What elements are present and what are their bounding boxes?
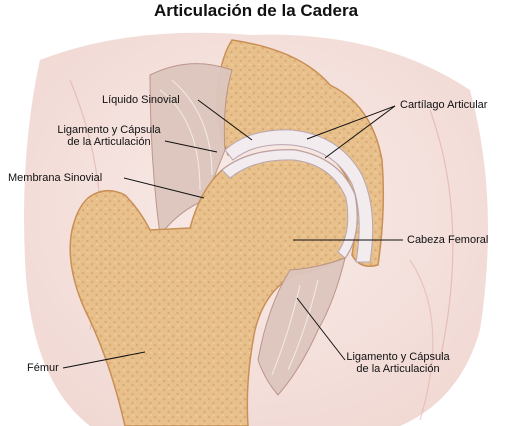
label-ligamento-capsula-lower-line1: Ligamento y Cápsula: [346, 351, 450, 363]
label-ligamento-capsula-upper: Ligamento y Cápsula de la Articulación: [50, 124, 168, 148]
leader-membrana-sinovial: [123, 177, 205, 199]
label-ligamento-capsula-upper-line2: de la Articulación: [67, 136, 151, 148]
leader-cartilago-1: [306, 105, 396, 140]
muscle-fiber: [409, 259, 434, 421]
label-ligamento-capsula-lower: Ligamento y Cápsula de la Articulación: [338, 351, 458, 375]
diagram-title: Articulación de la Cadera: [153, 1, 359, 20]
leader-cartilago-2: [324, 105, 396, 159]
label-liquido-sinovial: Líquido Sinovial: [102, 94, 180, 106]
leader-liquido-sinovial: [197, 99, 253, 141]
capsule-fiber: [271, 284, 301, 376]
capsule-fiber: [159, 89, 201, 191]
label-cabeza-femoral: Cabeza Femoral: [407, 234, 489, 246]
leader-ligamento-upper: [164, 140, 218, 153]
label-cartilago-articular: Cartílago Articular: [400, 99, 488, 111]
muscle-fiber: [429, 109, 454, 361]
label-membrana-sinovial: Membrana Sinovial: [8, 172, 103, 184]
label-femur: Fémur: [27, 362, 59, 374]
capsule-fiber: [171, 79, 213, 176]
leader-lines: [62, 99, 403, 369]
capsule-fiber: [287, 279, 319, 371]
capsule-lower: [257, 257, 346, 396]
leader-ligamento-lower: [296, 297, 346, 361]
label-ligamento-capsula-lower-line2: de la Articulación: [356, 363, 440, 375]
leader-femur: [62, 351, 146, 369]
acetabular-cartilage: [224, 129, 374, 263]
label-ligamento-capsula-upper-line1: Ligamento y Cápsula: [57, 124, 161, 136]
